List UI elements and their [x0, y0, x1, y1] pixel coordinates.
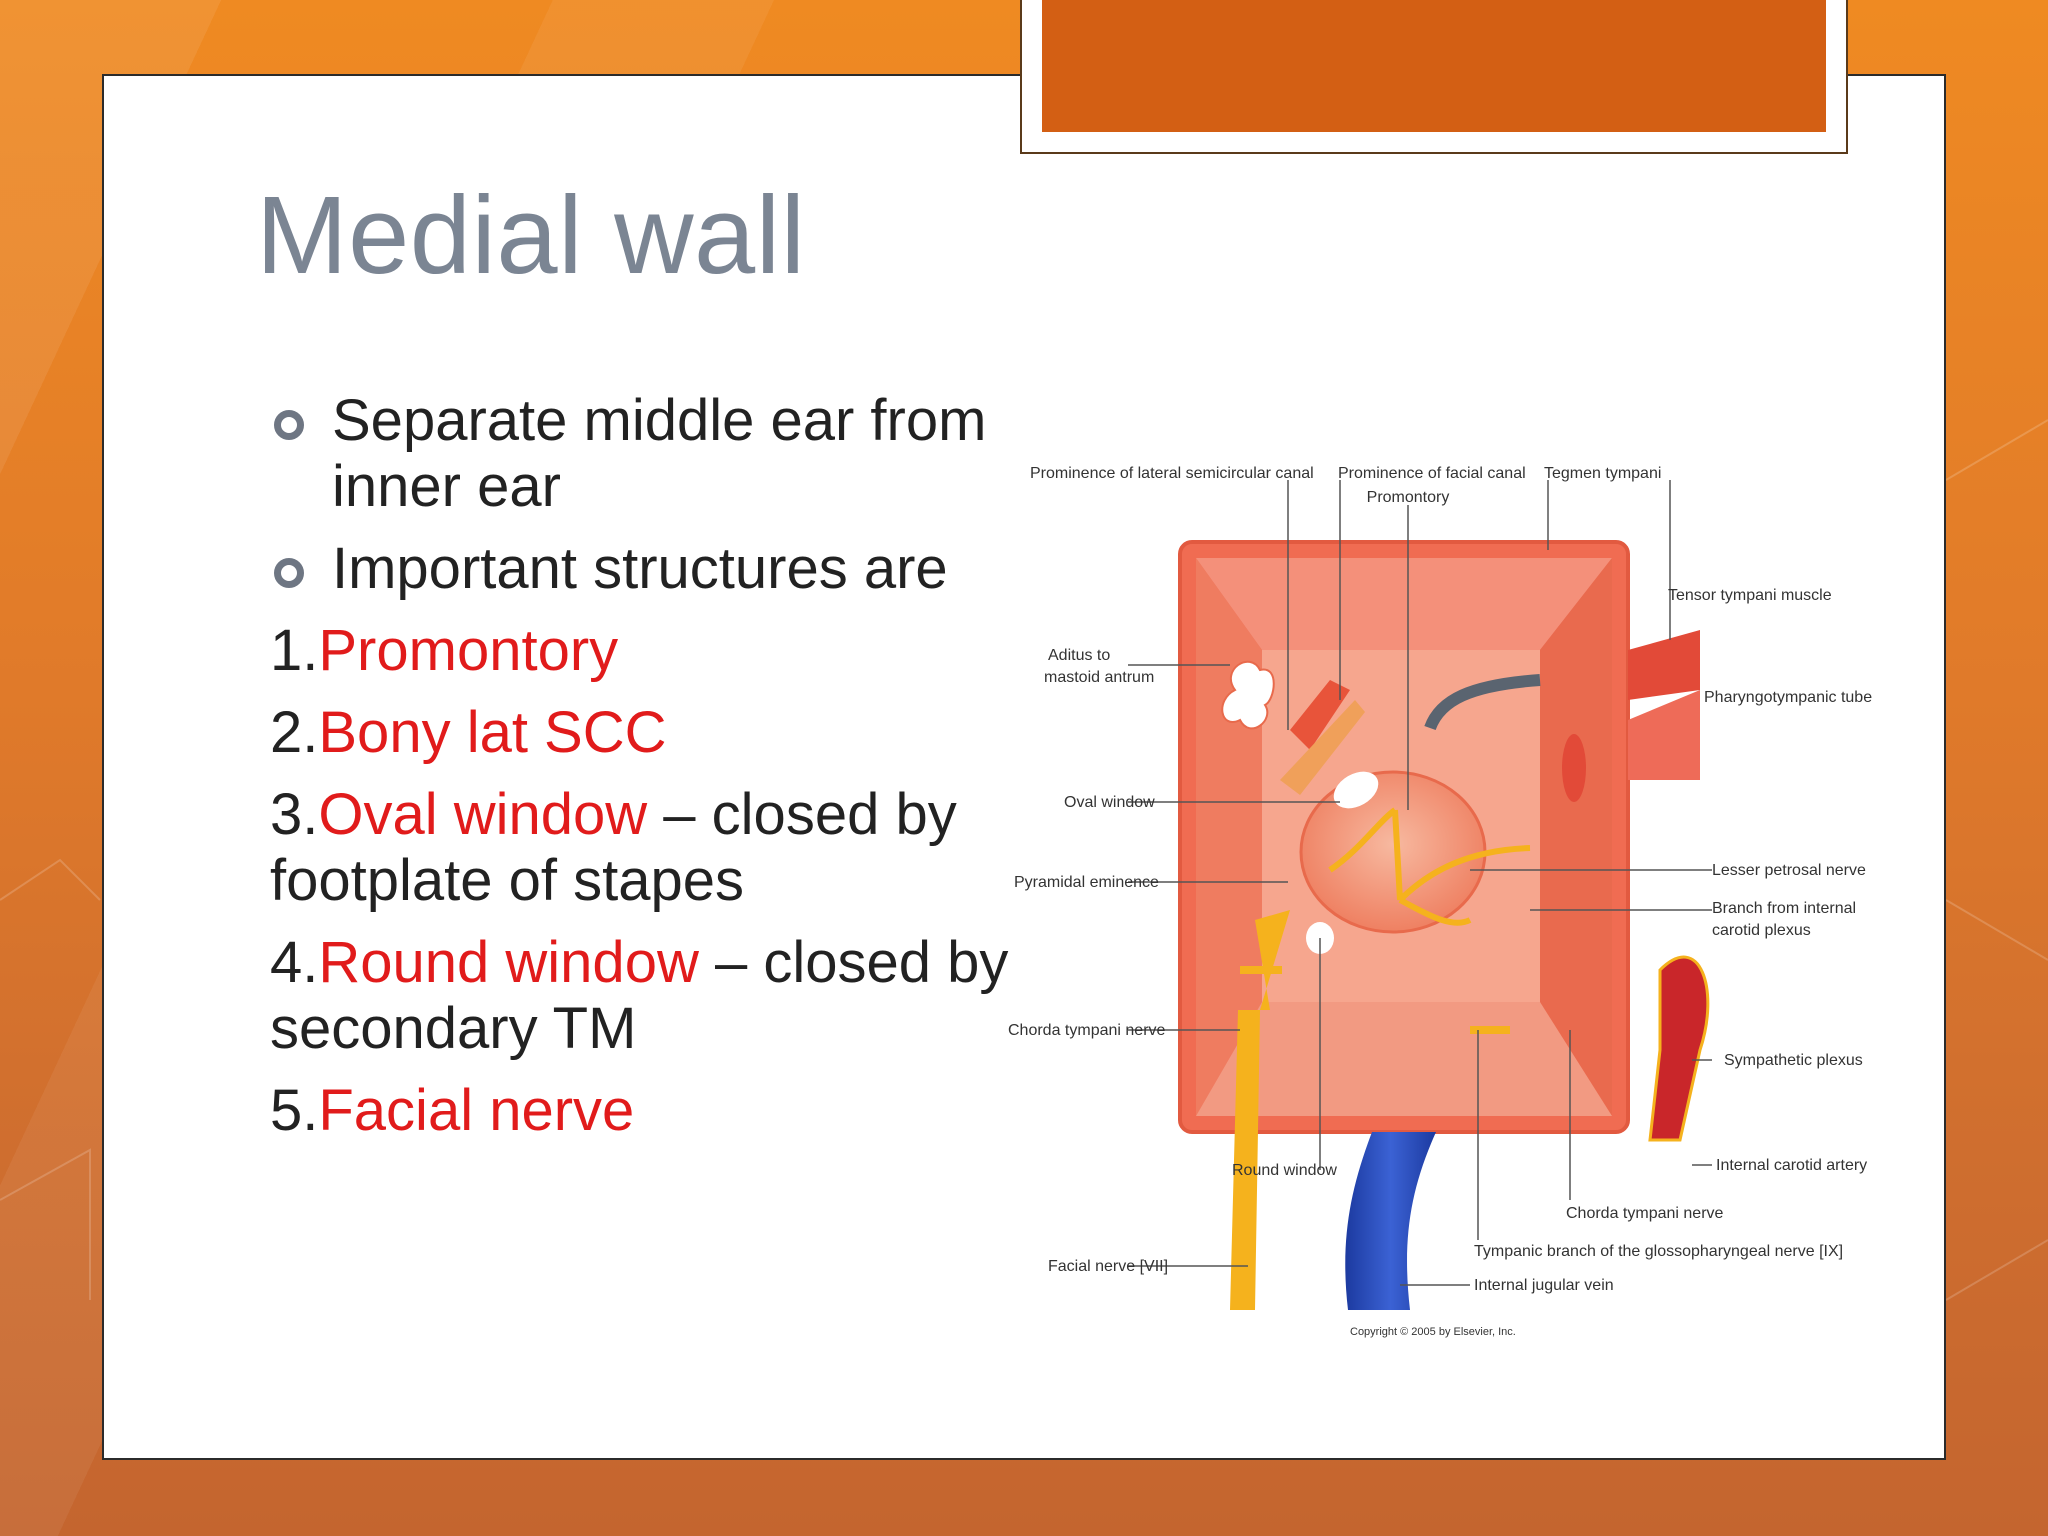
item-number: 3.	[270, 782, 319, 847]
lateral-scc-prominence	[1290, 680, 1350, 750]
numbered-item: 4.Round window – closed by secondary TM	[270, 930, 1030, 1062]
bullet-text: Important structures are	[332, 536, 948, 601]
label-round: Round window	[1232, 1162, 1337, 1179]
facial-canal-prominence	[1280, 700, 1365, 795]
numbered-item: 2.Bony lat SCC	[270, 700, 1030, 766]
bullet-dot-icon	[274, 410, 304, 440]
item-name: Bony lat SCC	[318, 700, 667, 765]
numbered-item: 1.Promontory	[270, 618, 1030, 684]
medial-wall-diagram: Prominence of lateral semicircular canal…	[1008, 465, 1872, 1338]
label-chorda-bottom: Chorda tympani nerve	[1566, 1205, 1724, 1222]
item-number: 5.	[270, 1078, 319, 1143]
label-lat-scc: Prominence of lateral semicircular canal	[1030, 465, 1314, 482]
item-number: 1.	[270, 618, 319, 683]
header-tab-fill	[1042, 0, 1826, 132]
label-copyright: Copyright © 2005 by Elsevier, Inc.	[1350, 1326, 1516, 1338]
label-ijv: Internal jugular vein	[1474, 1277, 1614, 1294]
label-tympanic-branch: Tympanic branch of the glossopharyngeal …	[1474, 1243, 1843, 1260]
label-aditus-1: Aditus to	[1048, 647, 1110, 664]
label-branch-1: Branch from internal	[1712, 900, 1856, 917]
slide-title: Medial wall	[256, 174, 806, 297]
internal-carotid-artery	[1648, 955, 1710, 1142]
label-facial-nerve: Facial nerve [VII]	[1048, 1258, 1168, 1275]
label-promontory: Promontory	[1367, 489, 1450, 506]
tympanic-plexus	[1328, 807, 1531, 926]
label-pharyngo: Pharyngotympanic tube	[1704, 689, 1872, 706]
label-lesser-petrosal: Lesser petrosal nerve	[1712, 862, 1866, 879]
item-name: Oval window	[318, 782, 648, 847]
item-name: Round window	[318, 930, 699, 995]
item-name: Promontory	[318, 618, 619, 683]
internal-jugular-vein	[1345, 1132, 1436, 1310]
header-tab	[1020, 0, 1848, 154]
tube-opening	[1562, 734, 1586, 802]
oval-window	[1333, 771, 1379, 809]
label-aditus-2: mastoid antrum	[1044, 669, 1154, 686]
bullet-item: Important structures are	[270, 536, 1030, 602]
facial-nerve	[1230, 910, 1290, 1310]
item-number: 4.	[270, 930, 319, 995]
bullet-list: Separate middle ear from inner ear Impor…	[270, 388, 1030, 1160]
label-chorda-left: Chorda tympani nerve	[1008, 1022, 1166, 1039]
item-rest: – closed by footplate of stapes	[270, 782, 957, 913]
label-branch-2: carotid plexus	[1712, 922, 1811, 939]
item-rest: – closed by secondary TM	[270, 930, 1009, 1061]
label-tensor: Tensor tympani muscle	[1668, 587, 1832, 604]
label-oval: Oval window	[1064, 794, 1155, 811]
item-number: 2.	[270, 700, 319, 765]
label-sympathetic: Sympathetic plexus	[1724, 1052, 1863, 1069]
label-tegmen: Tegmen tympani	[1544, 465, 1661, 482]
label-facial-canal: Prominence of facial canal	[1338, 465, 1526, 482]
item-name: Facial nerve	[318, 1078, 635, 1143]
label-internal-carotid: Internal carotid artery	[1716, 1157, 1867, 1174]
pharyngotympanic-tube	[1628, 690, 1700, 780]
bullet-item: Separate middle ear from inner ear	[270, 388, 1030, 520]
numbered-item: 3.Oval window – closed by footplate of s…	[270, 782, 1030, 914]
tensor-tendon	[1424, 674, 1541, 731]
bullet-dot-icon	[274, 558, 304, 588]
leader-lines	[1128, 480, 1712, 1286]
label-pyramidal: Pyramidal eminence	[1014, 874, 1159, 891]
aditus-opening	[1221, 660, 1275, 730]
bullet-text: Separate middle ear from inner ear	[332, 388, 987, 519]
chorda-tympani	[1240, 966, 1510, 1034]
promontory	[1299, 770, 1487, 934]
tensor-tympani-muscle	[1628, 630, 1700, 700]
numbered-item: 5.Facial nerve	[270, 1078, 1030, 1144]
